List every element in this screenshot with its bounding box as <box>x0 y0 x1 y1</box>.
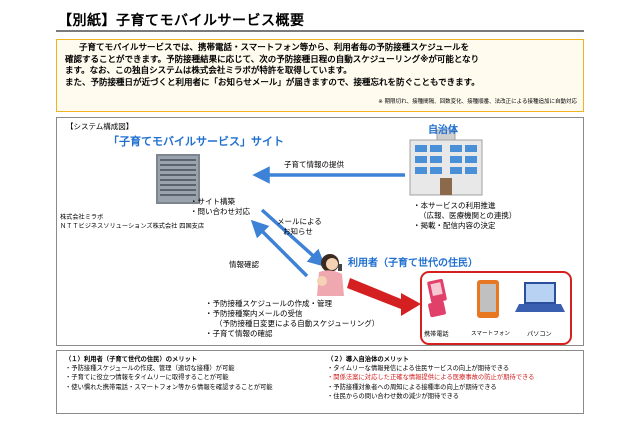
device-label-smartphone: スマートフォン <box>471 331 510 337</box>
user-benefits-heading: （１）利用者（子育て世代の住民）のメリット <box>65 356 198 363</box>
intro-line-4: また、予防接種日が近づくと利用者に「お知らせメール」が届きますので、接種忘れを防… <box>65 77 480 88</box>
user-task-3: （予防接種日変更による自動スケジューリング） <box>215 319 380 328</box>
laptop-icon <box>515 282 565 312</box>
intro-footnote: ※ 期限切れ、接種間隔、回数変化、接種順番、法改正による接種追加に自動対応 <box>378 99 577 106</box>
intro-line-2: 確認することができます。予防接種結果に応じて、次の予防接種日程の自動スケジューリ… <box>65 54 480 65</box>
arrow-mail-label-1: メールによる <box>277 217 322 226</box>
municipality-task-1: ・本サービスの利用推進 <box>413 201 496 210</box>
user-task-4: ・子育て情報の確認 <box>205 329 273 338</box>
server-task-2: ・問い合わせ対応 <box>190 207 250 216</box>
arrow-info-check-label: 情報確認 <box>229 260 259 269</box>
user-benefits: （１）利用者（子育て世代の住民）のメリット ・予防接種スケジュールの作成、管理（… <box>65 355 273 392</box>
municipality-benefits-heading: （２）導入自治体のメリット <box>327 356 409 363</box>
municipality-title: 自治体 <box>428 125 458 136</box>
municipality-task-2: （広報、医療機関との連携） <box>419 211 517 220</box>
user-title: 利用者（子育て世代の住民） <box>348 258 478 269</box>
user-task-2: ・予防接種案内メールの受信 <box>205 309 303 318</box>
flip-phone-icon <box>427 278 447 318</box>
arrow-mail-label-2: お知らせ <box>283 227 313 236</box>
municipality-benefit-1: ・タイムリーな情報発信による住民サービスの向上が期待できる <box>327 365 510 373</box>
user-benefit-3: ・使い慣れた携帯電話・スマートフォン等から情報を確認することが可能 <box>65 383 273 391</box>
arrow-info-check <box>250 219 309 278</box>
operator-1: 株式会社ミラボ <box>60 214 104 221</box>
operator-2: ＮＴＴビジネスソリューションズ株式会社 四国支店 <box>60 223 205 230</box>
municipality-benefits: （２）導入自治体のメリット ・タイムリーな情報発信による住民サービスの向上が期待… <box>327 355 534 401</box>
user-benefit-2: ・子育てに役立つ情報をタイムリーに取得することが可能 <box>65 374 229 382</box>
device-label-pc: パソコン <box>527 331 552 338</box>
site-title: 「子育てモバイルサービス」サイト <box>108 135 284 148</box>
intro-line-3: ます。なお、この独自システムは株式会社ミラボが特許を取得しています。 <box>65 66 352 77</box>
intro-box: 子育てモバイルサービスでは、携帯電話・スマートフォン等から、利用者毎の予防接種ス… <box>56 39 584 112</box>
page-title: 【別紙】子育てモバイルサービス概要 <box>58 13 305 29</box>
device-label-flip-phone: 携帯電話 <box>424 331 449 338</box>
benefits-box: （１）利用者（子育て世代の住民）のメリット ・予防接種スケジュールの作成、管理（… <box>56 350 584 414</box>
smartphone-icon <box>477 280 499 318</box>
municipality-building-icon <box>409 129 483 196</box>
arrow-info-provide-label: 子育て情報の提供 <box>284 160 344 169</box>
system-diagram-frame: 【システム構成図】 「子育てモバイルサービス」サイト 自治体 子育て情報の提供 … <box>56 117 584 346</box>
user-benefit-1: ・予防接種スケジュールの作成、管理（適切な接種）が可能 <box>65 365 235 373</box>
arrow-mail <box>260 208 326 267</box>
intro-line-1: 子育てモバイルサービスでは、携帯電話・スマートフォン等から、利用者毎の予防接種ス… <box>79 43 470 53</box>
diagram-graphics <box>156 129 572 345</box>
municipality-benefit-2: ・関係法案に対応した正確な情報提供による医療事故の防止が期待できる <box>327 374 535 382</box>
arrow-to-devices <box>347 278 421 316</box>
user-task-1: ・予防接種スケジュールの作成・管理 <box>205 299 332 308</box>
municipality-benefit-4: ・住民からの問い合わせ数の減少が期待できる <box>327 392 460 400</box>
server-icon <box>156 154 200 204</box>
diagram-label: 【システム構成図】 <box>66 122 134 131</box>
server-task-1: ・サイト構築 <box>190 197 235 206</box>
municipality-task-3: ・掲載・配信内容の決定 <box>413 221 496 230</box>
municipality-benefit-3: ・予防接種対象者への周知による接種率の向上が期待できる <box>327 383 497 391</box>
title-underline <box>56 30 584 32</box>
user-mother-icon <box>317 254 344 296</box>
